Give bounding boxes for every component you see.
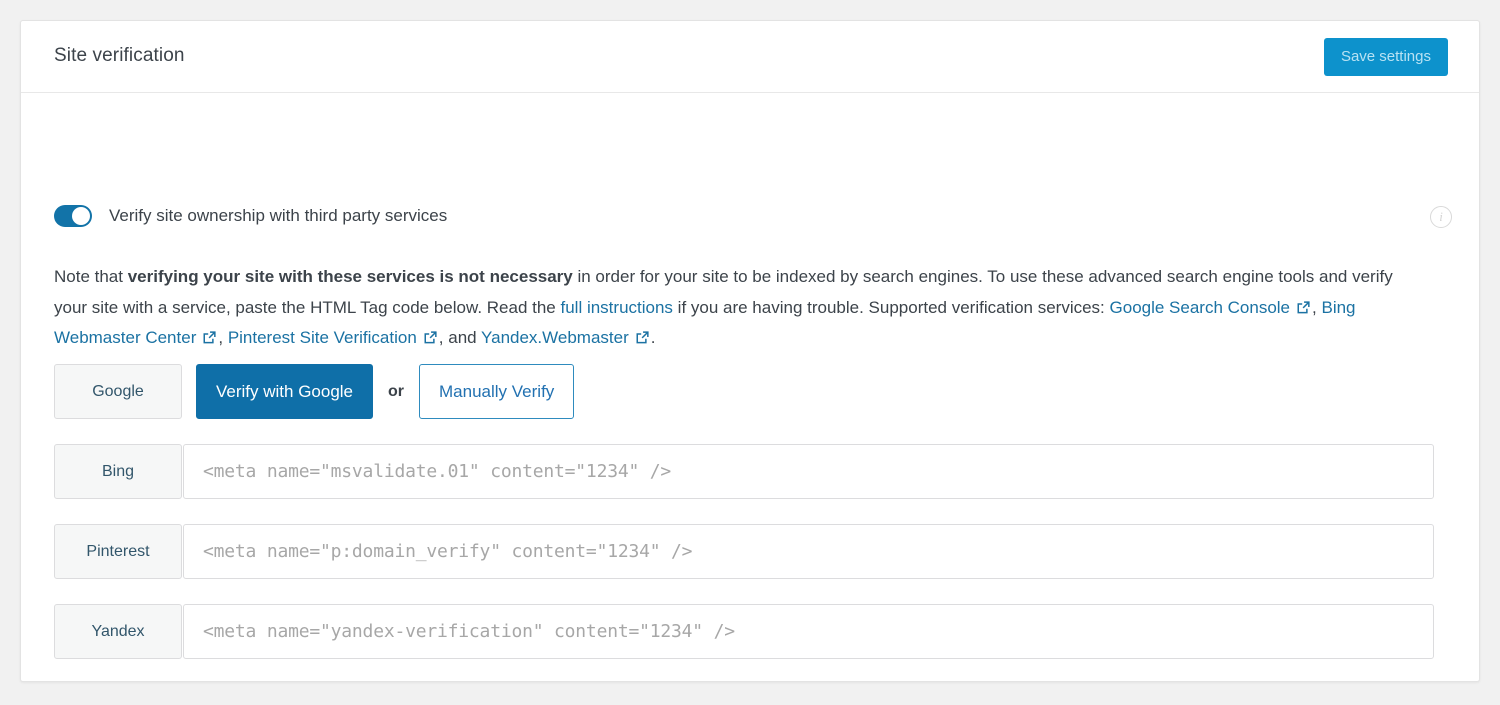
verify-ownership-toggle[interactable]: [54, 205, 92, 227]
service-label-bing: Bing: [54, 444, 182, 499]
google-actions: Verify with Google or Manually Verify: [196, 364, 575, 419]
or-separator: or: [388, 382, 405, 400]
manually-verify-button[interactable]: Manually Verify: [419, 364, 575, 419]
card-header: Site verification Save settings: [21, 21, 1479, 93]
note-text-1: Note that: [54, 267, 128, 286]
verification-note: Note that verifying your site with these…: [54, 262, 1422, 354]
note-text-2: in order for your site to be indexed by …: [54, 267, 1393, 317]
note-sep-1: ,: [1312, 297, 1322, 317]
site-verification-card: Site verification Save settings i Verify…: [20, 20, 1480, 682]
service-label-google: Google: [54, 364, 182, 419]
pinterest-meta-tag-input[interactable]: <meta name="p:domain_verify" content="12…: [183, 524, 1434, 579]
bing-webmaster-center-link[interactable]: Bing Webmaster Center: [54, 297, 1356, 348]
toggle-knob: [72, 207, 90, 225]
pinterest-site-verification-link[interactable]: Pinterest Site Verification: [227, 328, 417, 347]
service-row-bing: Bing <meta name="msvalidate.01" content=…: [54, 444, 1434, 499]
external-link-icon: [423, 325, 438, 344]
bing-meta-tag-input[interactable]: <meta name="msvalidate.01" content="1234…: [183, 444, 1434, 499]
note-sep-2: ,: [218, 328, 228, 347]
service-label-pinterest: Pinterest: [54, 524, 182, 579]
external-link-icon: [202, 325, 217, 344]
yandex-meta-tag-input[interactable]: <meta name="yandex-verification" content…: [183, 604, 1434, 659]
verify-ownership-toggle-row: Verify site ownership with third party s…: [54, 205, 447, 227]
note-end: .: [650, 328, 656, 347]
external-link-icon: [1296, 295, 1311, 313]
save-settings-button[interactable]: Save settings: [1323, 38, 1448, 76]
verify-ownership-toggle-label: Verify site ownership with third party s…: [109, 206, 448, 225]
yandex-webmaster-link[interactable]: Yandex.Webmaster: [481, 328, 629, 347]
note-sep-3: , and: [438, 328, 482, 347]
note-text-3: if you are having trouble. Supported ver…: [672, 297, 1110, 317]
external-link-icon: [635, 325, 650, 344]
service-row-pinterest: Pinterest <meta name="p:domain_verify" c…: [54, 524, 1434, 579]
google-search-console-link[interactable]: Google Search Console: [1109, 297, 1291, 317]
verify-with-google-button[interactable]: Verify with Google: [196, 364, 374, 419]
info-icon[interactable]: i: [1430, 206, 1452, 228]
service-row-yandex: Yandex <meta name="yandex-verification" …: [54, 604, 1434, 659]
page-title: Site verification: [54, 45, 185, 66]
verification-service-rows: Google Verify with Google or Manually Ve…: [54, 364, 1434, 659]
note-emphasis: verifying your site with these services …: [127, 267, 573, 286]
full-instructions-link[interactable]: full instructions: [560, 297, 673, 317]
service-label-yandex: Yandex: [54, 604, 182, 659]
service-row-google: Google Verify with Google or Manually Ve…: [54, 364, 1434, 419]
